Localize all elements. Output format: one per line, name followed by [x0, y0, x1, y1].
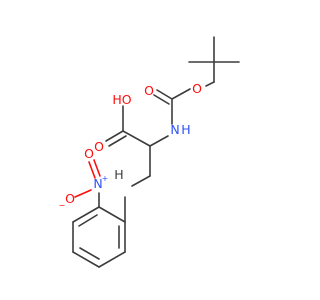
- atom-nitro-o-left: O: [65, 191, 75, 206]
- atom-nitro-o-top: O: [84, 146, 94, 161]
- atom-boc-nh-h: H: [181, 122, 190, 137]
- atom-amine-h: H: [114, 167, 123, 182]
- bond-nitro-o-left: [74, 189, 92, 198]
- bond-tbu-to-ester-o: [205, 81, 215, 87]
- bond-carboxyl-double-b: [108, 135, 127, 147]
- bond-ring-4-5: [72, 251, 100, 268]
- molecule-diagram: O O N H HO O H N + O O −: [59, 36, 240, 268]
- bond-nitro-o-top: [88, 161, 96, 179]
- structure-svg: O O N H HO O H N + O O −: [59, 36, 240, 268]
- bond-ring-2-3: [72, 206, 100, 223]
- atom-boc-nh: N: [170, 122, 179, 137]
- bond-ring-1-2: [98, 206, 126, 223]
- atom-nitro-n: N: [93, 176, 102, 191]
- bond-alpha-carboxyl: [122, 130, 151, 147]
- nitro-plus-charge: +: [102, 174, 109, 183]
- bond-carbonyl-double-a: [156, 89, 173, 100]
- bond-beta-amine: [131, 175, 151, 187]
- bond-ring-inner-b: [78, 214, 98, 227]
- bond-ring-5-6: [98, 251, 126, 268]
- atom-acid-oh: HO: [112, 92, 131, 107]
- bond-ring-inner-c: [79, 247, 100, 260]
- nitro-minus-charge: −: [59, 201, 66, 210]
- bond-carboxyl-double-a: [105, 130, 124, 142]
- bond-nh-alpha: [149, 135, 169, 147]
- atom-carbonyl-o: O: [144, 83, 154, 98]
- bond-nitro-o-top-double: [93, 159, 101, 177]
- atom-acid-o: O: [94, 139, 104, 154]
- bond-ester-o-carbonyl: [171, 88, 191, 100]
- bond-carbonyl-double-b: [153, 94, 170, 105]
- atom-ester-o: O: [192, 81, 202, 96]
